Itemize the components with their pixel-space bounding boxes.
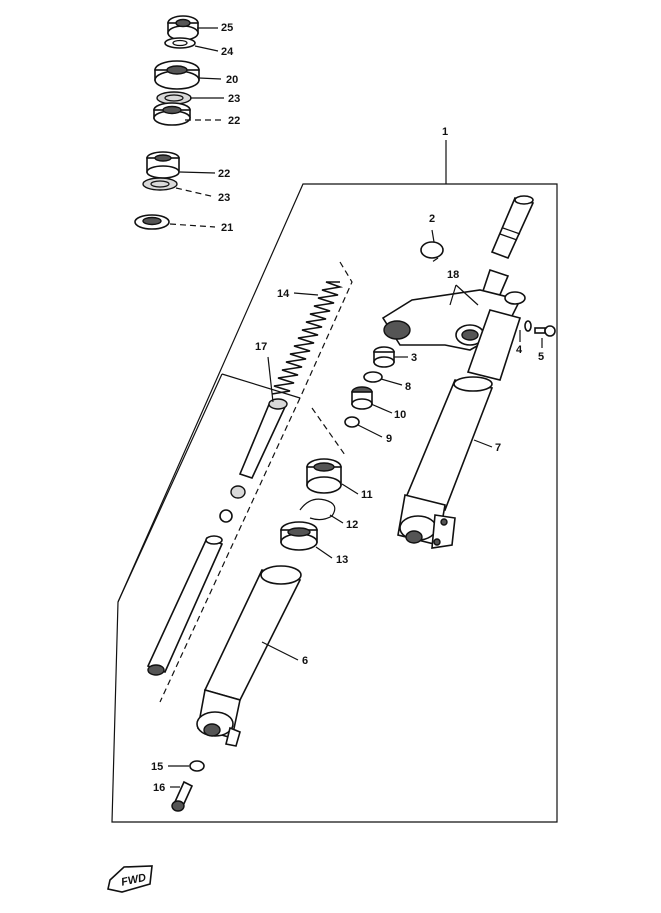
leader-lines xyxy=(168,27,543,788)
label-17: 17 xyxy=(255,341,267,353)
fork-left-6 xyxy=(196,565,302,747)
label-14: 14 xyxy=(277,288,290,300)
inner-tube xyxy=(146,535,224,676)
label-22-upper: 22 xyxy=(228,115,240,127)
bolt-4-5 xyxy=(524,320,556,337)
cap-3 xyxy=(373,346,395,368)
assembly-outline xyxy=(111,183,558,823)
label-23-lower: 23 xyxy=(218,192,230,204)
label-12: 12 xyxy=(346,519,358,531)
label-6: 6 xyxy=(302,655,308,667)
plug-9 xyxy=(344,416,360,428)
washer-15 xyxy=(189,760,205,772)
part-labels: 25 24 20 23 22 22 23 21 1 2 18 4 5 3 8 1… xyxy=(151,22,544,794)
damper-rod xyxy=(219,398,288,523)
bearing-23-lower xyxy=(142,177,178,191)
inner-assembly-bracket xyxy=(117,373,301,603)
label-7: 7 xyxy=(495,442,501,454)
label-20: 20 xyxy=(226,74,238,86)
fwd-label: FWD xyxy=(120,872,147,889)
race-22-upper xyxy=(153,102,191,126)
label-25: 25 xyxy=(221,22,233,34)
label-4: 4 xyxy=(516,344,523,356)
label-24: 24 xyxy=(221,46,234,58)
race-22-lower xyxy=(146,151,180,179)
bolt-16 xyxy=(171,780,194,812)
fwd-arrow-badge: FWD xyxy=(107,865,153,893)
bearing-23-upper xyxy=(156,91,192,105)
label-23-upper: 23 xyxy=(228,93,240,105)
valve-10 xyxy=(351,386,373,410)
clip-12 xyxy=(299,498,336,521)
label-16: 16 xyxy=(153,782,165,794)
label-15: 15 xyxy=(151,761,163,773)
o-ring-8 xyxy=(363,371,383,383)
label-22-lower: 22 xyxy=(218,168,230,180)
label-2: 2 xyxy=(429,213,435,225)
dust-seal-21 xyxy=(134,214,170,230)
dust-seal-11 xyxy=(306,458,342,494)
cap-2 xyxy=(420,241,444,259)
label-10: 10 xyxy=(394,409,406,421)
label-13: 13 xyxy=(336,554,348,566)
spring-14 xyxy=(271,281,344,395)
ring-nut-20 xyxy=(154,60,200,90)
label-11: 11 xyxy=(361,489,373,501)
label-3: 3 xyxy=(411,352,417,364)
label-1: 1 xyxy=(442,126,448,138)
label-18: 18 xyxy=(447,269,459,281)
label-5: 5 xyxy=(538,351,544,363)
steering-nut-25 xyxy=(167,15,199,41)
label-9: 9 xyxy=(386,433,392,445)
fork-right-7 xyxy=(397,309,522,549)
washer-24 xyxy=(164,37,196,49)
label-21: 21 xyxy=(221,222,233,234)
oil-seal-13 xyxy=(280,521,318,551)
guide-dashes xyxy=(159,257,439,703)
label-8: 8 xyxy=(405,381,411,393)
